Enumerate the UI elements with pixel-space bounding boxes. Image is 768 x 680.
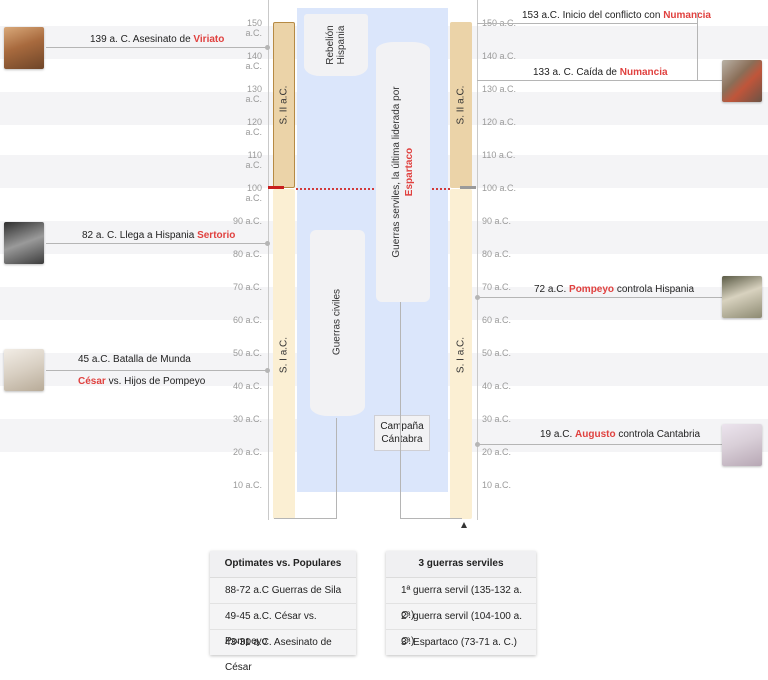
connector-line	[477, 23, 697, 24]
connector-civiles-h	[274, 518, 337, 519]
event-munda: 45 a.C. Batalla de Munda	[78, 354, 191, 365]
campana-cantabra-box: Campaña Cántabra	[374, 415, 430, 451]
connector-civiles	[336, 418, 337, 519]
tick-label: 130 a.C.	[230, 84, 262, 104]
timeline-dot	[475, 442, 480, 447]
era-label-s2-right: S. II a.C.	[456, 86, 467, 125]
connector-line-vertical	[697, 12, 698, 80]
century-marker-right	[460, 186, 476, 189]
tick-label: 130 a.C.	[482, 84, 522, 94]
banner-rebelion-label: Rebelión Hispania	[325, 13, 347, 77]
tick-label: 80 a.C.	[230, 249, 262, 259]
tick-label: 20 a.C.	[230, 447, 262, 457]
portrait-viriato	[4, 27, 44, 69]
box-optimates: Optimates vs. Populares 88-72 a.C Guerra…	[210, 551, 356, 655]
portrait-cesar	[4, 349, 44, 391]
tick-label: 40 a.C.	[230, 381, 262, 391]
arrowhead-icon	[461, 522, 467, 528]
banner-civiles-label: Guerras civiles	[332, 289, 343, 355]
event-sertorio: 82 a. C. Llega a Hispania Sertorio	[82, 230, 235, 241]
timeline-dot	[265, 368, 270, 373]
tick-label: 30 a.C.	[482, 414, 522, 424]
tick-label: 30 a.C.	[230, 414, 262, 424]
event-numancia-caida: 133 a. C. Caída de Numancia	[533, 67, 668, 78]
tick-label: 50 a.C.	[482, 348, 522, 358]
connector-line	[46, 243, 268, 244]
tick-label: 120 a.C.	[482, 117, 522, 127]
connector-line	[477, 80, 722, 81]
box-serviles-title: 3 guerras serviles	[386, 551, 536, 578]
tick-label: 20 a.C.	[482, 447, 522, 457]
box-serviles: 3 guerras serviles 1ª guerra servil (135…	[386, 551, 536, 655]
tick-label: 100 a.C.	[230, 183, 262, 203]
tick-label: 100 a.C.	[482, 183, 522, 193]
tick-label: 70 a.C.	[230, 282, 262, 292]
box-optimates-row: 88-72 a.C Guerras de Sila	[210, 578, 356, 604]
tick-label: 110 a.C.	[230, 150, 262, 170]
connector-line	[477, 444, 722, 445]
box-optimates-row: 49-45 a.C. César vs. Pompeyo	[210, 604, 356, 630]
connector-line	[477, 297, 722, 298]
tick-label: 10 a.C.	[230, 480, 262, 490]
box-optimates-title: Optimates vs. Populares	[210, 551, 356, 578]
tick-label: 80 a.C.	[482, 249, 522, 259]
tick-label: 140 a.C.	[230, 51, 262, 71]
portrait-pompeyo	[722, 276, 762, 318]
event-numancia-inicio: 153 a.C. Inicio del conflicto con Numanc…	[522, 10, 711, 21]
tick-label: 50 a.C.	[230, 348, 262, 358]
timeline-dot	[265, 241, 270, 246]
tick-label: 120 a.C.	[230, 117, 262, 137]
timeline-dot	[475, 295, 480, 300]
tick-label: 60 a.C.	[230, 315, 262, 325]
tick-label: 70 a.C.	[482, 282, 522, 292]
event-viriato: 139 a. C. Asesinato de Viriato	[90, 34, 224, 45]
tick-label: 40 a.C.	[482, 381, 522, 391]
box-serviles-row: 3ª Espartaco (73-71 a. C.)	[386, 630, 536, 655]
tick-label: 90 a.C.	[230, 216, 262, 226]
tick-label: 10 a.C.	[482, 480, 522, 490]
tick-label: 90 a.C.	[482, 216, 522, 226]
era-label-s2-left: S. II a.C.	[279, 86, 290, 125]
connector-serviles-h	[400, 518, 462, 519]
portrait-sertorio	[4, 222, 44, 264]
left-axis-line	[268, 0, 269, 520]
event-pompeyo: 72 a.C. Pompeyo controla Hispania	[534, 284, 694, 295]
connector-serviles	[400, 302, 401, 519]
tick-label: 140 a.C.	[482, 51, 522, 61]
banner-serviles-text: Guerras serviles, la última liderada por	[391, 86, 402, 257]
box-optimates-row: 43-31 a.C. Asesinato de César	[210, 630, 356, 655]
tick-label: 150 a.C.	[230, 18, 262, 38]
event-augusto: 19 a.C. Augusto controla Cantabria	[540, 429, 700, 440]
banner-serviles-label: Guerras serviles, la última liderada por…	[390, 86, 416, 257]
connector-line	[46, 47, 268, 48]
era-label-s1-left: S. I a.C.	[279, 337, 290, 373]
connector-line	[46, 370, 268, 371]
era-label-s1-right: S. I a.C.	[456, 337, 467, 373]
banner-serviles-name: Espartaco	[404, 148, 415, 196]
box-serviles-row: 1ª guerra servil (135-132 a. C.)	[386, 578, 536, 604]
timeline-dot	[265, 45, 270, 50]
portrait-augusto	[722, 424, 762, 466]
tick-label: 60 a.C.	[482, 315, 522, 325]
box-serviles-row: 2ª guerra servil (104-100 a. C.)	[386, 604, 536, 630]
tick-label: 110 a.C.	[482, 150, 522, 160]
event-cesar: César vs. Hijos de Pompeyo	[78, 376, 205, 387]
portrait-numancia-painting	[722, 60, 762, 102]
